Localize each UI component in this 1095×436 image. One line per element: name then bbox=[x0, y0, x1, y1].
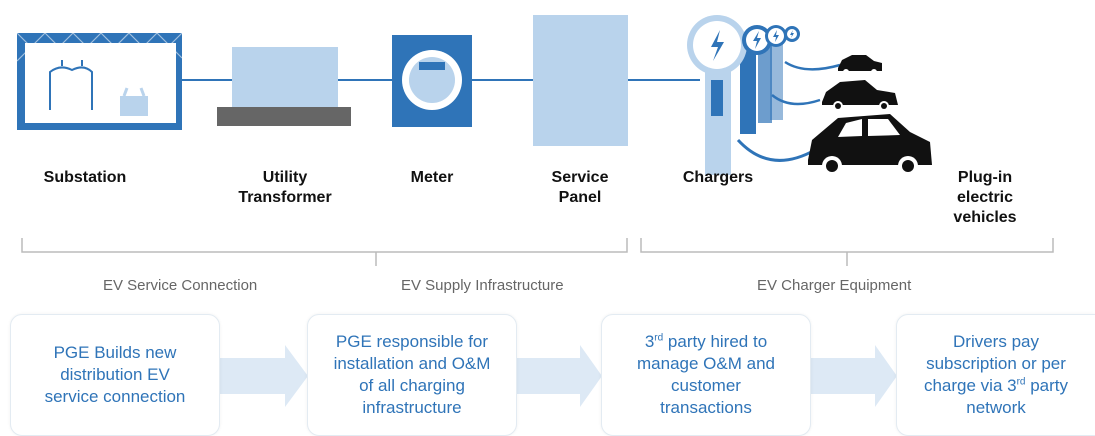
electric-vehicles-icon bbox=[808, 55, 932, 176]
label-plugin-electric-vehicles: Plug-in electric vehicles bbox=[953, 169, 1017, 226]
label-chargers: Chargers bbox=[682, 169, 754, 186]
meter-icon bbox=[392, 35, 472, 127]
utility-transformer-icon bbox=[217, 47, 351, 126]
flow-arrow-3 bbox=[810, 345, 897, 407]
service-panel-icon bbox=[533, 15, 628, 146]
bracket-right bbox=[640, 238, 1054, 266]
label-utility-transformer: Utility Transformer bbox=[238, 169, 332, 206]
phase-service-connection: EV Service Connection bbox=[103, 277, 258, 294]
phase-charger-equipment: EV Charger Equipment bbox=[757, 277, 912, 294]
chargers-icon bbox=[687, 15, 841, 175]
bracket-left bbox=[21, 238, 628, 266]
flow-arrow-1 bbox=[218, 345, 308, 407]
responsibility-box-drivers-pay: Drivers pay subscription or per charge v… bbox=[896, 314, 1095, 436]
label-meter: Meter bbox=[410, 169, 454, 186]
label-service-panel: Service Panel bbox=[551, 169, 609, 206]
responsibility-box-pge-responsible: PGE responsible for installation and O&M… bbox=[307, 314, 517, 436]
responsibility-box-third-party: 3rd party hired to manage O&M and custom… bbox=[601, 314, 811, 436]
phase-supply-infrastructure: EV Supply Infrastructure bbox=[401, 277, 564, 294]
label-substation: Substation bbox=[43, 169, 127, 186]
substation-icon bbox=[16, 32, 183, 130]
flow-arrow-2 bbox=[515, 345, 602, 407]
responsibility-box-pge-builds: PGE Builds new distribution EV service c… bbox=[10, 314, 220, 436]
